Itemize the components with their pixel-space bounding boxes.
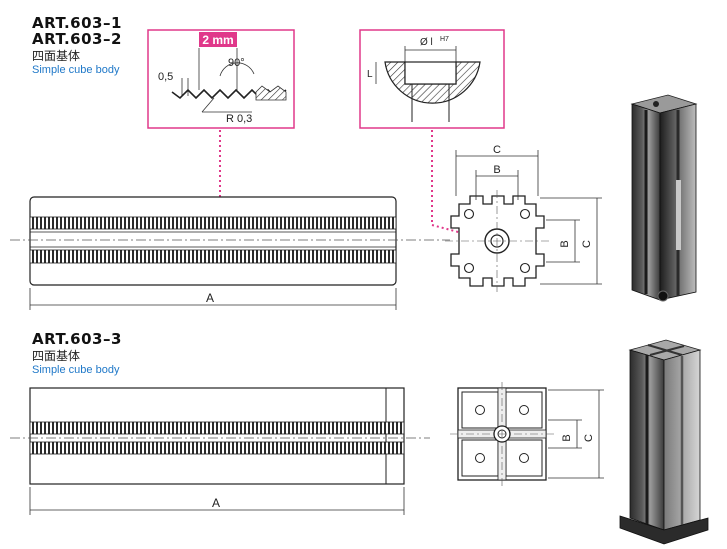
section1-title-a: ART.603–1 — [32, 14, 122, 32]
serration-pitch-label: 2 mm — [202, 33, 233, 47]
dim-c-top-label: C — [493, 144, 501, 156]
cube-body-render-2 — [619, 339, 709, 545]
section1-subtitle-en: Simple cube body — [32, 64, 120, 76]
serration-radius-label: R 0,3 — [226, 113, 252, 125]
end-view-1 — [445, 190, 550, 292]
dim-c-right-label: C — [581, 240, 593, 248]
detail-bore-box: Ø l H7 L — [359, 29, 505, 129]
end-view-2 — [450, 382, 556, 486]
dim-a-label-2: A — [212, 496, 220, 510]
dim-b-right-label: B — [559, 240, 571, 247]
section2-title: ART.603–3 — [32, 330, 122, 348]
section1-subtitle-cn: 四面基体 — [32, 49, 81, 63]
side-view-1 — [10, 196, 450, 286]
dim-c-right2-label: C — [583, 434, 595, 442]
section1-title-b: ART.603–2 — [32, 30, 122, 48]
bore-diameter-label: Ø l — [420, 37, 433, 48]
section2-subtitle-en: Simple cube body — [32, 364, 120, 376]
serration-depth-label: 0,5 — [158, 71, 173, 83]
bore-length-label: L — [367, 69, 373, 80]
detail-serration-box: 2 mm 0,5 90° R 0,3 — [147, 29, 295, 129]
cube-body-render-1 — [630, 94, 698, 302]
section2-subtitle-cn: 四面基体 — [32, 349, 81, 363]
dim-a-label-1: A — [206, 291, 214, 305]
dim-b-right2-label: B — [561, 434, 573, 441]
side-view-2 — [10, 387, 430, 485]
dim-b-top-label: B — [493, 164, 500, 176]
bore-fit-label: H7 — [440, 36, 449, 43]
